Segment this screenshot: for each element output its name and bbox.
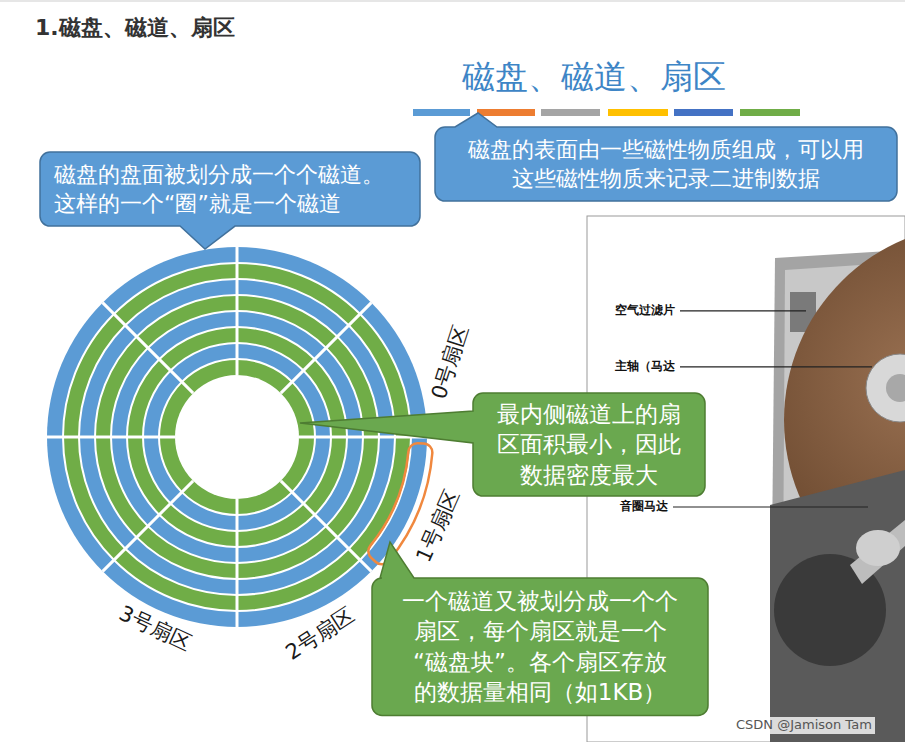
bar-segment	[608, 109, 668, 116]
spindle	[886, 374, 905, 402]
actuator-arm	[850, 520, 905, 584]
sector-divider	[281, 481, 372, 572]
leader-line	[680, 310, 806, 311]
sector-divider	[236, 499, 239, 627]
callout-outline	[435, 113, 897, 201]
callout-text: 一个磁道又被划分成一个个 扇区，每个扇区就是一个 “磁盘块”。各个扇区存放 的数…	[386, 586, 694, 707]
sector-label: 0号扇区	[427, 322, 474, 402]
leader-line	[673, 506, 868, 507]
callout-outline	[372, 542, 708, 715]
disk-hole	[175, 375, 299, 499]
top-rule	[0, 0, 905, 2]
part-label: 空气过滤片	[615, 304, 675, 318]
callout-bubble: 最内侧磁道上的扇 区面积最小，因此 数据密度最大	[473, 393, 705, 496]
callout-text: 磁盘的盘面被划分成一个个磁道。 这样的一个“圈”就是一个磁道	[54, 160, 406, 218]
callout-outline	[40, 152, 420, 249]
track-band	[47, 247, 427, 627]
sector-divider	[103, 303, 194, 394]
bar-segment	[541, 109, 600, 116]
callout-outline	[300, 393, 705, 496]
sector-divider	[103, 481, 194, 572]
callout-text: 磁盘的表面由一些磁性物质组成，可以用 这些磁性物质来记录二进制数据	[449, 135, 883, 193]
color-bar	[413, 109, 800, 116]
bar-segment	[413, 109, 470, 116]
callout-bubble: 一个磁道又被划分成一个个 扇区，每个扇区就是一个 “磁盘块”。各个扇区存放 的数…	[372, 578, 708, 715]
sector-label: 1号扇区	[411, 486, 464, 566]
part-label: 主轴（马达	[615, 360, 675, 374]
disk-diagram	[47, 247, 432, 627]
bar-segment	[740, 109, 800, 116]
actuator-pivot	[856, 530, 900, 566]
bar-segment	[674, 109, 733, 116]
bar-segment	[477, 109, 535, 116]
watermark: CSDN @Jamison Tam	[733, 717, 875, 734]
leader-line	[680, 366, 872, 367]
page-title: 1.磁盘、磁道、扇区	[35, 13, 235, 43]
actuator-base	[770, 470, 905, 742]
part-label: 音圈马达	[620, 500, 668, 514]
section-heading: 磁盘、磁道、扇区	[462, 58, 726, 96]
sector-divider	[47, 436, 175, 439]
sector-divider	[236, 247, 239, 375]
callout-text: 最内侧磁道上的扇 区面积最小，因此 数据密度最大	[485, 399, 693, 490]
spindle	[866, 354, 905, 422]
callout-bubble: 磁盘的盘面被划分成一个个磁道。 这样的一个“圈”就是一个磁道	[40, 152, 420, 226]
sector-divider	[281, 303, 372, 394]
callout-bubble: 磁盘的表面由一些磁性物质组成，可以用 这些磁性物质来记录二进制数据	[435, 127, 897, 201]
